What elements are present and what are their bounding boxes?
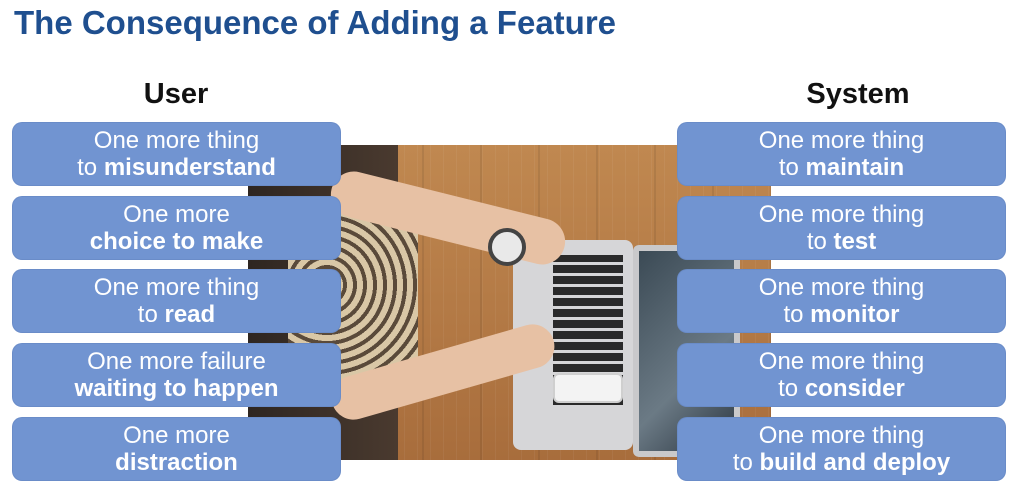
user-item-misunderstand: One more thing to misunderstand (13, 123, 340, 185)
phone-icon (553, 373, 623, 403)
user-item-choice: One more choice to make (13, 197, 340, 259)
system-item-monitor: One more thing to monitor (678, 270, 1005, 332)
slide-title: The Consequence of Adding a Feature (14, 4, 617, 41)
system-item-consider: One more thing to consider (678, 344, 1005, 406)
user-item-failure: One more failure waiting to happen (13, 344, 340, 406)
user-item-distraction: One more distraction (13, 418, 340, 480)
user-item-read: One more thing to read (13, 270, 340, 332)
system-item-build-deploy: One more thing to build and deploy (678, 418, 1005, 480)
system-item-test: One more thing to test (678, 197, 1005, 259)
watch-icon (488, 228, 526, 266)
system-item-maintain: One more thing to maintain (678, 123, 1005, 185)
system-column-heading: System (806, 78, 910, 110)
user-column-heading: User (143, 78, 209, 110)
